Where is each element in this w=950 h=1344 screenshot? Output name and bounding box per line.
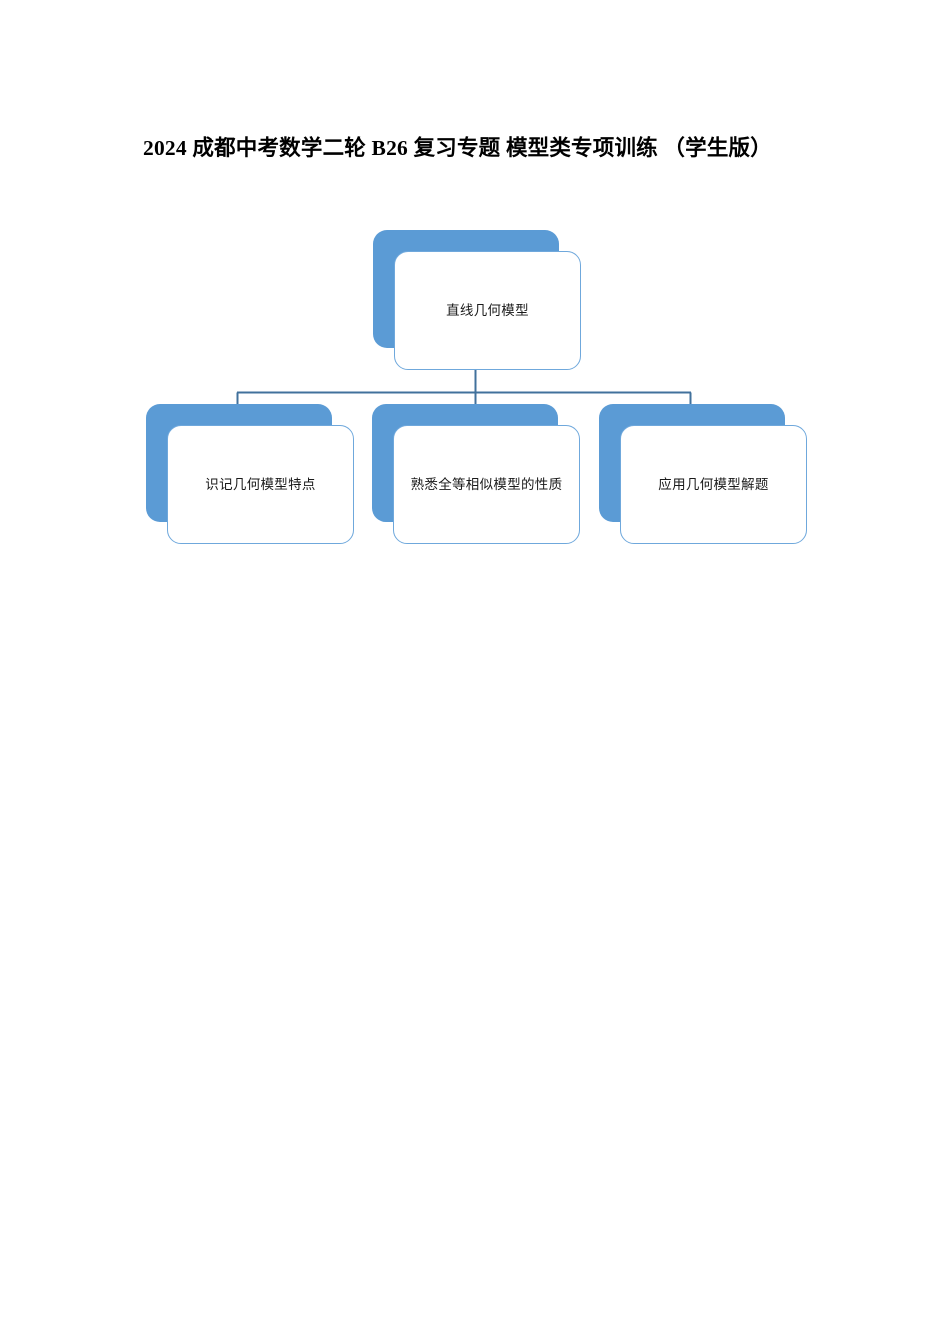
diagram-node-root[interactable]: 直线几何模型 [373,230,581,370]
page-title: 2024 成都中考数学二轮 B26 复习专题 模型类专项训练 （学生版） [143,136,772,160]
diagram-node-child-1[interactable]: 识记几何模型特点 [146,404,354,544]
diagram-connectors [236,370,692,405]
node-label: 直线几何模型 [446,302,529,318]
node-card[interactable]: 识记几何模型特点 [167,425,354,544]
node-card[interactable]: 直线几何模型 [394,251,581,370]
diagram-node-child-3[interactable]: 应用几何模型解题 [599,404,807,544]
node-card[interactable]: 应用几何模型解题 [620,425,807,544]
node-label: 应用几何模型解题 [658,476,769,492]
node-card[interactable]: 熟悉全等相似模型的性质 [393,425,580,544]
hierarchy-diagram: 直线几何模型 识记几何模型特点 熟悉全等相似模型的性质 应用几何模型解题 [0,0,950,600]
node-label: 熟悉全等相似模型的性质 [410,476,563,492]
node-label: 识记几何模型特点 [205,476,316,492]
diagram-node-child-2[interactable]: 熟悉全等相似模型的性质 [372,404,580,544]
